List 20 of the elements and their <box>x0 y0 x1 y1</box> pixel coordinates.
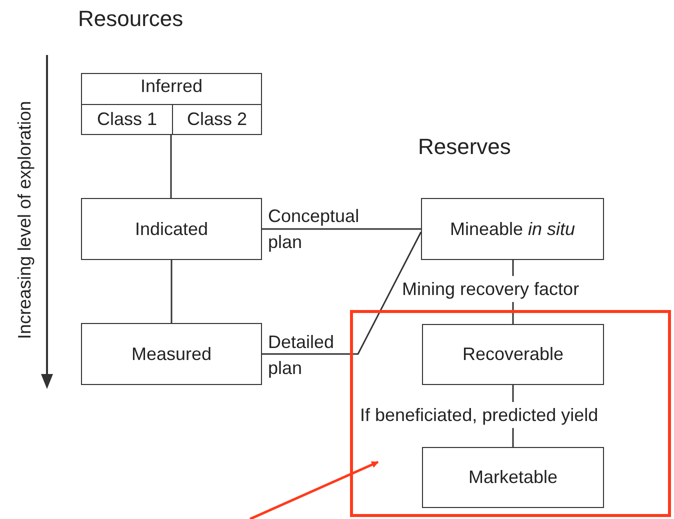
category-box: Measured <box>81 323 262 385</box>
axis-label: Increasing level of exploration <box>14 100 36 340</box>
connector-line <box>262 232 422 355</box>
connector-line <box>170 260 172 323</box>
category-box <box>81 73 262 135</box>
class-cell: Class 2 <box>172 104 261 134</box>
connector-line <box>170 135 172 198</box>
category-box: Mineable in situ <box>421 198 604 260</box>
category-box: Indicated <box>81 198 262 260</box>
highlight-frame <box>350 310 671 517</box>
category-box: Recoverable <box>422 324 604 385</box>
edge-label: Detailed plan <box>268 331 336 380</box>
edge-label: Conceptual plan <box>268 205 360 254</box>
pointer-arrow <box>250 460 379 519</box>
section-heading: Resources <box>78 6 184 32</box>
connector-line <box>262 228 421 230</box>
edge-label: Mining recovery factor <box>400 276 582 302</box>
section-heading: Reserves <box>418 134 511 160</box>
category-label: Inferred <box>140 76 203 97</box>
category-box: Marketable <box>422 447 604 508</box>
